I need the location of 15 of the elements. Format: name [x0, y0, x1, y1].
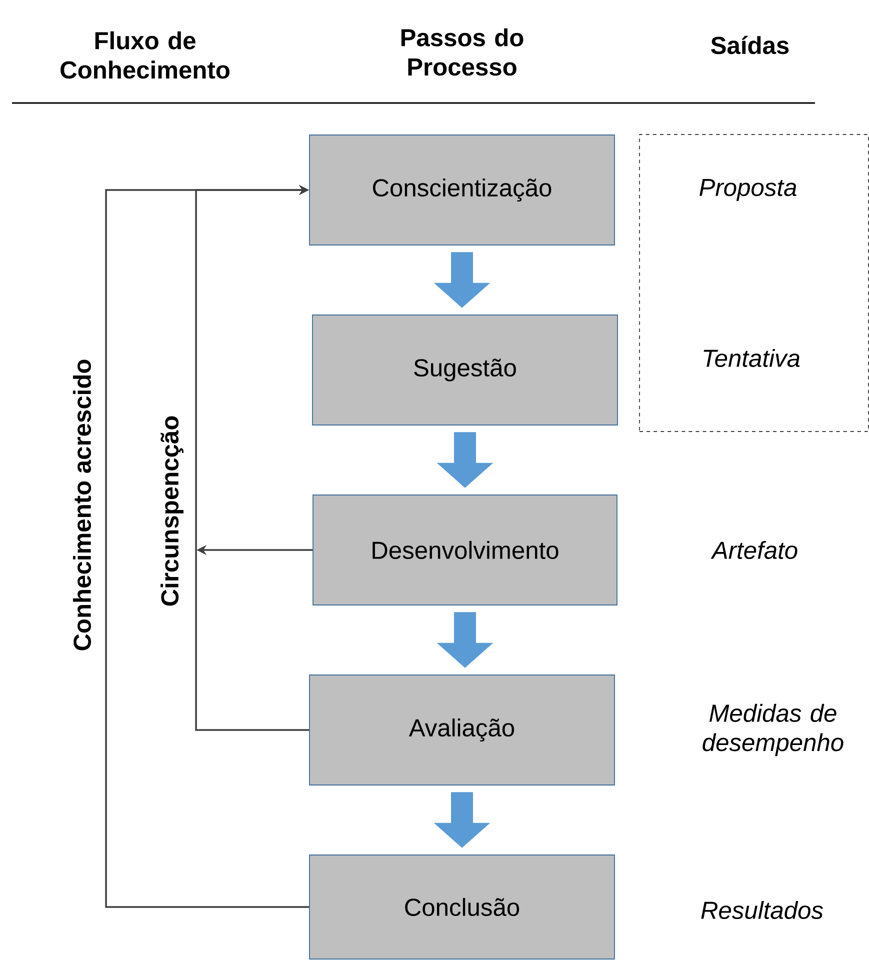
output-text: Medidas de desempenho	[702, 704, 844, 756]
output-text: Resultados	[701, 900, 823, 920]
column-header: Saídas	[711, 36, 789, 54]
dashed-box: Proposta Tentativa	[639, 134, 869, 432]
output-text: Artefato	[710, 540, 798, 560]
column-header: Fluxo de Conhecimento	[60, 31, 230, 79]
process-box: Conscientização	[309, 134, 615, 246]
arrow	[195, 184, 310, 731]
process-box: Desenvolvimento	[312, 494, 618, 606]
column-header: Passos do Processo	[401, 28, 524, 76]
edge-label: Circunspencção	[159, 414, 185, 608]
edge-label: Conhecimento acrescido	[72, 358, 92, 652]
process-box: Sugestão	[312, 314, 618, 426]
process-box: Avaliação	[309, 674, 615, 786]
process-box: Conclusão	[309, 854, 615, 960]
